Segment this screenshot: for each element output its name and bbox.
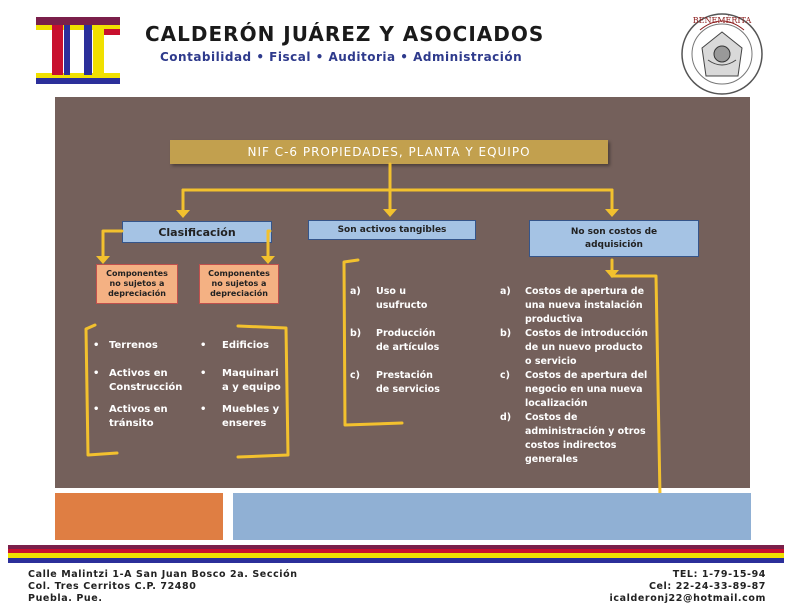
address-line: Col. Tres Cerritos C.P. 72480 bbox=[28, 581, 197, 592]
footer-contact: TEL: 1-79-15-94 Cel: 22-24-33-89-87 ical… bbox=[610, 569, 766, 605]
branch-line: adquisición bbox=[585, 239, 643, 250]
branch-clasificacion: Clasificación bbox=[122, 221, 272, 243]
contact-phone: TEL: 1-79-15-94 bbox=[672, 569, 766, 580]
branch-no-costos-adquisicion: No son costos de adquisición bbox=[529, 220, 699, 257]
list-item: •Edificios bbox=[200, 340, 270, 351]
branch-line: No son costos de bbox=[570, 226, 658, 237]
seal-text: BENEMÉRITA bbox=[693, 16, 752, 25]
comp-line: no sujetos a bbox=[211, 279, 267, 288]
componentes-sujetos-box: Componentes no sujetos a depreciación bbox=[199, 264, 279, 304]
address-line: Calle Malintzi 1-A San Juan Bosco 2a. Se… bbox=[28, 569, 298, 580]
item-text: Terrenos bbox=[109, 340, 158, 351]
company-logo bbox=[34, 15, 122, 85]
branch-activos-tangibles: Son activos tangibles bbox=[308, 220, 476, 240]
university-seal-emblem: BENEMÉRITA bbox=[681, 13, 763, 95]
address-line: Puebla. Pue. bbox=[28, 593, 103, 604]
decorative-orange-block bbox=[55, 493, 223, 540]
comp-line: depreciación bbox=[210, 289, 268, 298]
contact-cell: Cel: 22-24-33-89-87 bbox=[648, 581, 766, 592]
diagram-title: NIF C-6 PROPIEDADES, PLANTA Y EQUIPO bbox=[170, 140, 608, 164]
comp-line: depreciación bbox=[108, 289, 166, 298]
item-text: Edificios bbox=[222, 340, 270, 351]
comp-line: no sujetos a bbox=[109, 279, 165, 288]
comp-line: Componentes bbox=[106, 269, 168, 278]
footer-address: Calle Malintzi 1-A San Juan Bosco 2a. Se… bbox=[28, 569, 298, 605]
footer-stripes bbox=[8, 545, 784, 563]
comp-line: Componentes bbox=[208, 269, 270, 278]
list-item: •Terrenos bbox=[93, 340, 158, 351]
componentes-no-sujetos-box: Componentes no sujetos a depreciación bbox=[96, 264, 178, 304]
company-tagline: Contabilidad • Fiscal • Auditoria • Admi… bbox=[160, 50, 523, 64]
contact-email[interactable]: icalderonj22@hotmail.com bbox=[609, 593, 766, 604]
decorative-blue-block bbox=[233, 493, 751, 540]
company-name: CALDERÓN JUÁREZ Y ASOCIADOS bbox=[145, 22, 545, 46]
